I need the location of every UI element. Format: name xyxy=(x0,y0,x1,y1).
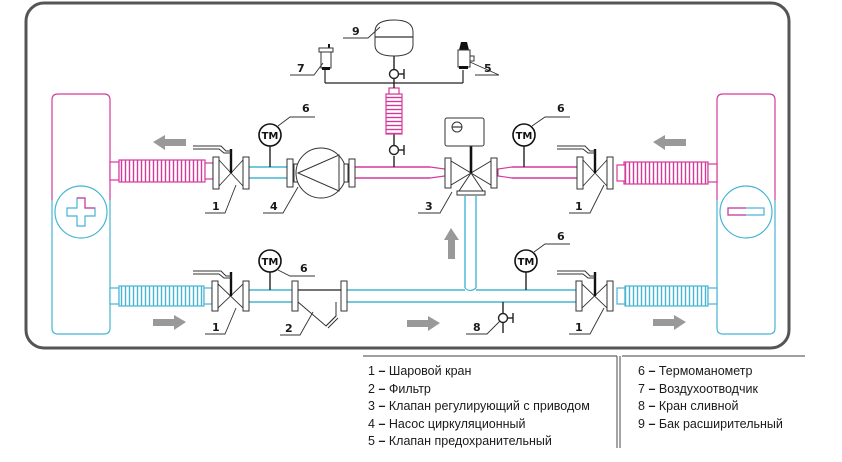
flow-arrow-right-bottom-right xyxy=(653,315,686,330)
callout-4: 4 xyxy=(270,200,278,213)
flow-arrow-left-top-right xyxy=(653,135,686,150)
legend-item: 6 – Термоманометр xyxy=(638,364,753,378)
callout-5: 5 xyxy=(484,62,492,75)
expansion-tank xyxy=(374,19,414,57)
callout-3: 3 xyxy=(425,200,433,213)
callout-8: 8 xyxy=(473,321,481,334)
flex-hose-bottom-left xyxy=(118,285,205,307)
legend-item: 7 – Воздухоотводчик xyxy=(638,381,758,396)
flex-hose-top-right xyxy=(623,161,709,185)
flow-arrow-left-top xyxy=(153,135,186,150)
ball-valve-top-left xyxy=(193,145,250,190)
callout-1: 1 xyxy=(575,200,583,213)
thermomanometer-bottom-left: ТМ xyxy=(258,249,282,290)
flow-arrow-up xyxy=(444,228,459,259)
thermomanometer-bottom-right: ТМ xyxy=(514,249,538,290)
radiator-left xyxy=(51,93,111,335)
gauge-label: ТМ xyxy=(516,131,533,142)
legend-item: 5 – Клапан предохранительный xyxy=(368,434,552,448)
callout-6: 6 xyxy=(302,102,310,115)
radiator-right xyxy=(716,93,776,335)
legend-item: 8 – Кран сливной xyxy=(638,399,739,413)
plus-icon xyxy=(54,185,108,239)
callout-9: 9 xyxy=(352,25,360,38)
drain-valve xyxy=(497,302,514,333)
callout-7: 7 xyxy=(297,62,305,75)
callout-1: 1 xyxy=(212,200,220,213)
legend-right: 6 – Термоманометр 7 – Воздухоотводчик 8 … xyxy=(638,363,783,433)
circulation-pump xyxy=(286,147,356,199)
legend-left: 1 – Шаровой кран 2 – Фильтр 3 – Клапан р… xyxy=(368,363,590,451)
expansion-branch xyxy=(324,56,464,167)
ball-valve-bottom-right xyxy=(557,270,614,312)
legend-item: 1 – Шаровой кран xyxy=(368,364,472,378)
legend-item: 9 – Бак расширительный xyxy=(638,416,783,431)
flex-hose-top-left xyxy=(118,159,206,183)
ball-valve-top-right xyxy=(557,145,614,190)
callout-6: 6 xyxy=(557,230,565,243)
legend-item: 2 – Фильтр xyxy=(368,381,431,396)
control-valve-with-actuator xyxy=(444,117,498,196)
callout-6: 6 xyxy=(300,262,308,275)
bypass-pipe xyxy=(464,196,477,292)
flex-hose-top-left-connector xyxy=(109,161,120,181)
legend-item: 4 – Насос циркуляционный xyxy=(368,416,526,431)
gauge-label: ТМ xyxy=(262,257,279,268)
thermomanometer-top-left: ТМ xyxy=(258,123,282,167)
frame-border xyxy=(24,1,791,350)
flow-arrow-right-bottom-left xyxy=(153,315,186,330)
minus-icon xyxy=(719,185,773,239)
safety-valve xyxy=(457,42,475,69)
gauge-label: ТМ xyxy=(518,257,535,268)
gauge-label: ТМ xyxy=(262,131,279,142)
expansion-flex-hose xyxy=(385,93,403,135)
air-vent xyxy=(318,44,334,70)
thermomanometer-top-right: ТМ xyxy=(512,123,536,167)
callout-6: 6 xyxy=(557,102,565,115)
callout-2: 2 xyxy=(285,322,293,335)
y-strainer-filter xyxy=(291,280,348,329)
ball-valve-bottom-left xyxy=(193,270,250,312)
legend-item: 3 – Клапан регулирующий с приводом xyxy=(368,399,590,413)
flex-hose-bottom-right xyxy=(624,285,709,307)
flow-arrow-right-bottom-mid xyxy=(407,316,440,331)
callout-1: 1 xyxy=(575,321,583,334)
callout-1: 1 xyxy=(212,321,220,334)
